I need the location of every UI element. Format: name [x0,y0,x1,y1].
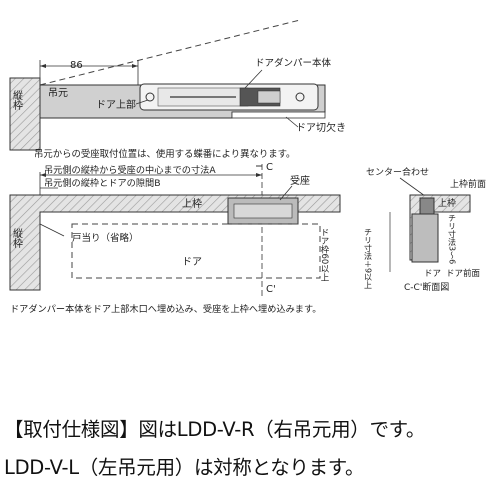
hinge-side-label: 吊元 [48,87,68,99]
door-outline [71,223,321,279]
note-position: 吊元からの受座取付位置は、使用する蝶番により異なります。 [34,148,295,160]
top-view: 86 縦枠 ドアダンパー本体 吊元 ドア上部 ドア切欠き 吊元からの受座取付位置… [9,19,346,160]
vertical-frame-label: 縦枠 [11,89,23,111]
vertical-frame-top [9,77,41,151]
receiver-label: 受座 [290,174,310,187]
stop-label: 戸当り（省略） [72,232,139,244]
c-bottom-label: C' [266,284,276,295]
installation-diagram: 86 縦枠 ドアダンパー本体 吊元 ドア上部 ドア切欠き 吊元からの受座取付位置… [9,19,487,315]
section-label: C-C'断面図 [404,281,449,293]
door-notch-label: ドア切欠き [296,121,346,134]
door-damper-body-label: ドアダンパー本体 [255,57,332,69]
dim-86-label: 86 [70,60,83,71]
frame-hatched [9,194,341,291]
chiri-9-label: チリ寸法＋9以上 [364,228,373,289]
frame-60-label: ドア枠60以上 [319,228,329,281]
door-label: ドア [182,257,202,268]
caption-line-2: LDD-V-L（左吊元用）は対称となります。 [4,456,365,479]
top-frame-label: 上枠 [182,197,202,210]
caption-line-1: 【取付仕様図】図はLDD-V-R（右吊元用）です。 [4,418,426,441]
door-swing-line [39,19,301,86]
front-view: 吊元側の縦枠から受座の中心までの寸法A 吊元側の縦枠とドアの隙間B C C' 縦… [9,162,341,315]
door-front-label: ドア前面 [446,268,481,279]
c-top-label: C [266,162,273,173]
top-frame-front-label: 上枠前面 [450,178,486,190]
dim-a-label: 吊元側の縦枠から受座の中心までの寸法A [44,164,216,176]
note-embed: ドアダンパー本体をドア上部木口へ埋め込み、受座を上枠へ埋め込みます。 [10,303,321,315]
center-align-label: センター合わせ [366,166,429,178]
door-top-label: ドア上部 [96,98,136,111]
chiri-3-6-label: チリ寸法3〜6 [448,214,457,264]
section-view: センター合わせ 上枠前面 上枠 チリ寸法＋9以上 チリ寸法3〜6 ドア ドア前面… [364,166,487,293]
dim-b-label: 吊元側の縦枠とドアの隙間B [44,177,161,189]
vertical-frame-label-2: 縦枠 [11,227,23,249]
section-door [411,213,439,263]
section-door-label: ドア [424,269,441,279]
top-frame-label-2: 上枠 [438,197,456,209]
